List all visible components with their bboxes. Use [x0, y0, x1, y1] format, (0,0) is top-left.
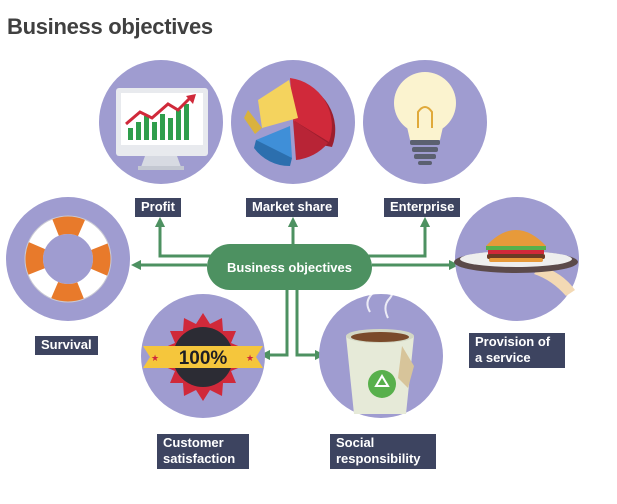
page-title: Business objectives — [7, 14, 213, 39]
computer-monitor-rising-graph-icon — [116, 88, 208, 170]
arrow-to-enterprise — [355, 216, 431, 258]
provision-circle — [454, 197, 579, 321]
provision-label: Provision of a service — [469, 333, 565, 368]
social-circle — [319, 275, 443, 418]
customer-label: Customer satisfaction — [157, 434, 249, 469]
svg-text:★: ★ — [246, 354, 254, 364]
svg-text:★: ★ — [151, 354, 159, 364]
100-percent-badge-icon: ★ ★ 100% — [143, 313, 263, 401]
3d-pie-chart-icon — [244, 78, 336, 167]
market-share-circle — [231, 60, 355, 184]
enterprise-circle — [363, 60, 487, 184]
arrow-to-profit — [154, 216, 230, 258]
profit-circle — [99, 60, 223, 184]
arrow-to-social — [295, 290, 326, 361]
social-label: Social responsibility — [330, 434, 436, 469]
badge-text: 100% — [179, 348, 228, 369]
burger-on-tray-icon — [454, 230, 578, 296]
life-ring-icon — [24, 215, 112, 303]
connector-arrows — [130, 216, 460, 361]
customer-circle: ★ ★ 100% — [141, 294, 265, 418]
recycled-coffee-cup-icon — [346, 275, 414, 414]
arrow-to-customer — [259, 290, 289, 361]
lightbulb-icon — [394, 72, 456, 165]
market-share-label: Market share — [246, 198, 339, 217]
survival-circle — [6, 197, 130, 321]
center-node: Business objectives — [207, 244, 372, 290]
survival-label: Survival — [35, 336, 98, 355]
profit-label: Profit — [135, 198, 181, 217]
enterprise-label: Enterprise — [384, 198, 461, 217]
